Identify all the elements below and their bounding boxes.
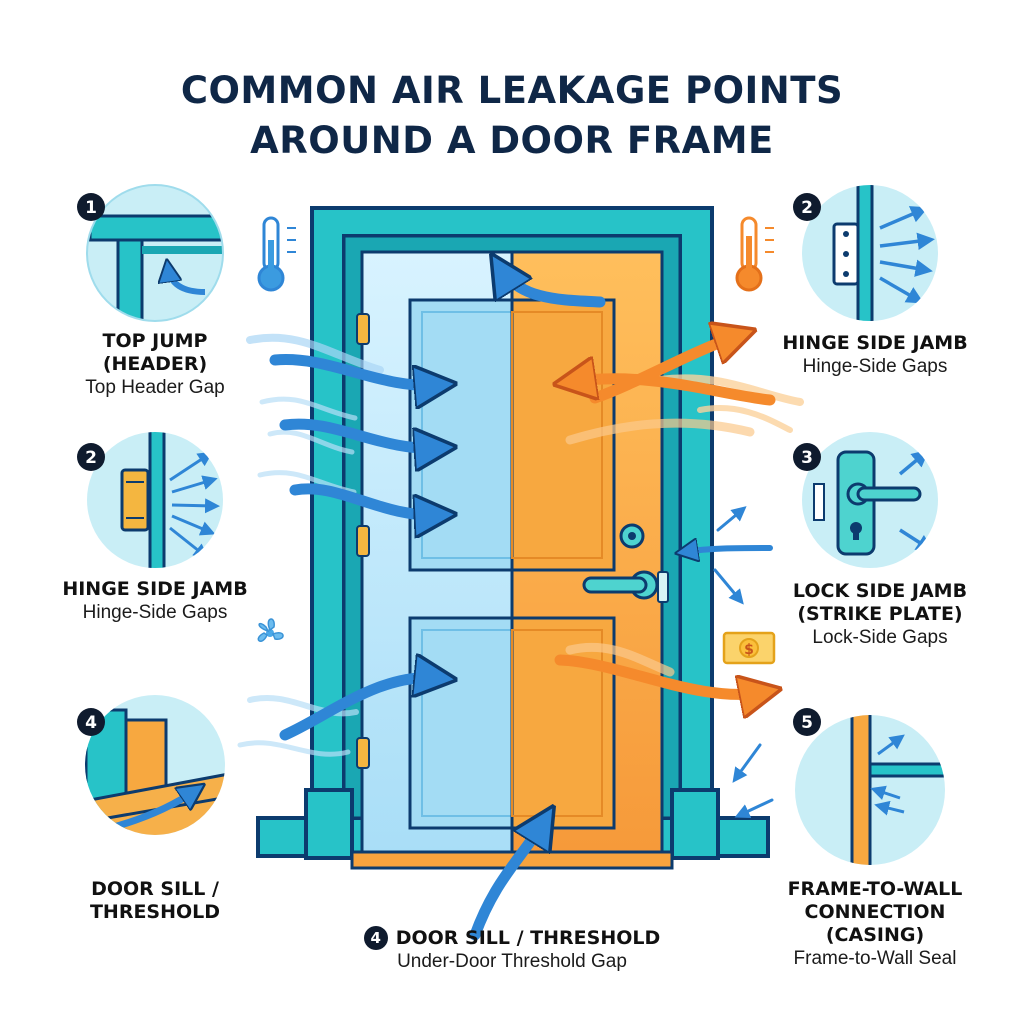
hinge-icon — [356, 525, 370, 557]
small-draft-arrows — [713, 506, 774, 818]
cold-air-arrow — [469, 820, 545, 941]
callout-circle-lock — [802, 432, 938, 568]
money-icon: $ — [722, 631, 776, 665]
warm-air-arrow — [570, 379, 776, 406]
badge-4-left: 4 — [85, 713, 97, 733]
badge-1: 1 — [85, 198, 97, 218]
hinge-icon — [356, 737, 370, 769]
label-top-header-sub: Top Header Gap — [85, 377, 225, 398]
label-casing: FRAME-TO-WALL CONNECTION (CASING) Frame-… — [750, 878, 1000, 971]
badge-2-right: 2 — [801, 198, 813, 218]
door-leaf — [356, 250, 669, 854]
label-top-header-heading-1: TOP JUMP — [102, 330, 208, 352]
callout-circle-hinge-left — [87, 432, 223, 568]
callout-number-badges: 1 2 4 2 3 5 — [77, 193, 821, 736]
warm-air-arrows — [554, 335, 804, 694]
cold-air-arrow — [684, 548, 773, 552]
warm-thermometer-icon — [735, 216, 774, 292]
title-line-1: COMMON AIR LEAKAGE POINTS — [180, 69, 844, 112]
label-casing-sub: Frame-to-Wall Seal — [793, 948, 957, 969]
label-lock-sub: Lock-Side Gaps — [812, 627, 948, 648]
cold-thermometer-icon — [257, 216, 296, 292]
badge-4-bottom: 4 — [363, 926, 388, 950]
label-casing-heading-3: (CASING) — [825, 924, 925, 946]
warm-air-arrow — [589, 335, 740, 404]
label-hinge-left: HINGE SIDE JAMB Hinge-Side Gaps — [20, 578, 290, 625]
label-sill-left: DOOR SILL / THRESHOLD — [40, 878, 270, 924]
money-symbol: $ — [744, 642, 754, 658]
cold-air-arrow — [269, 354, 440, 386]
label-hinge-left-heading: HINGE SIDE JAMB — [62, 578, 248, 600]
badge-2-left: 2 — [85, 448, 97, 468]
label-top-header-heading-2: (HEADER) — [102, 353, 208, 375]
label-hinge-right: HINGE SIDE JAMB Hinge-Side Gaps — [745, 332, 1005, 379]
label-sill-left-heading-2: THRESHOLD — [89, 901, 221, 923]
label-lock-heading-1: LOCK SIDE JAMB — [792, 580, 968, 602]
cold-air-arrows — [237, 268, 773, 941]
cold-air-arrow — [279, 418, 440, 448]
callout-circle-casing — [795, 715, 945, 865]
badge-5: 5 — [801, 713, 813, 733]
label-bottom-threshold: 4 DOOR SILL / THRESHOLD Under-Door Thres… — [312, 926, 712, 974]
warm-air-arrow — [554, 654, 765, 694]
title-line-2: AROUND A DOOR FRAME — [250, 119, 774, 162]
hinge-icon — [356, 313, 370, 345]
label-hinge-right-heading: HINGE SIDE JAMB — [782, 332, 968, 354]
label-hinge-right-sub: Hinge-Side Gaps — [802, 356, 948, 377]
label-bottom-heading: DOOR SILL / THRESHOLD — [395, 926, 661, 949]
cold-air-arrow — [279, 677, 440, 741]
label-top-header: TOP JUMP (HEADER) Top Header Gap — [40, 330, 270, 400]
cold-air-arrow — [289, 483, 440, 515]
label-lock-heading-2: (STRIKE PLATE) — [797, 603, 963, 625]
label-sill-left-heading-1: DOOR SILL / — [91, 878, 219, 900]
callout-circle-hinge-right — [802, 185, 938, 321]
label-casing-heading-1: FRAME-TO-WALL — [787, 878, 963, 900]
label-lock: LOCK SIDE JAMB (STRIKE PLATE) Lock-Side … — [750, 580, 1010, 650]
cold-air-arrow — [500, 268, 606, 308]
callout-circle-sill-left — [85, 695, 225, 835]
badge-3: 3 — [801, 448, 813, 468]
label-casing-heading-2: CONNECTION — [804, 901, 946, 923]
label-bottom-sub: Under-Door Threshold Gap — [397, 951, 627, 972]
callout-circle-top-header — [86, 184, 224, 322]
label-hinge-left-sub: Hinge-Side Gaps — [82, 602, 228, 623]
page-title: COMMON AIR LEAKAGE POINTS AROUND A DOOR … — [0, 66, 1024, 166]
fan-icon — [257, 618, 284, 642]
